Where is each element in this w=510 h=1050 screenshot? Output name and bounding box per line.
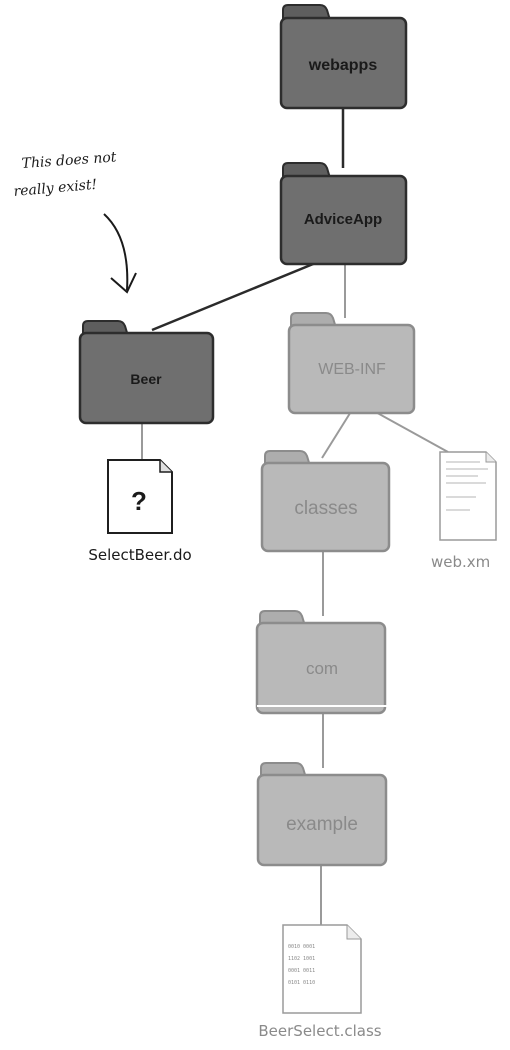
- folder-label: classes: [294, 498, 357, 519]
- arrow-icon: [103, 213, 129, 291]
- file-beerselect[interactable]: 0010 0001 1102 1001 0001 0011 0101 0110 …: [258, 924, 382, 1040]
- file-caption: web.xm: [431, 553, 490, 571]
- binary-line: 1102 1001: [288, 956, 315, 962]
- folder-classes[interactable]: classes: [260, 450, 391, 553]
- folder-icon: [282, 162, 332, 179]
- folder-body: [279, 174, 408, 266]
- binary-line: 0101 0110: [288, 980, 315, 986]
- folder-body: [260, 461, 391, 553]
- folder-webapps[interactable]: webapps: [279, 4, 408, 110]
- annotation-note: This does not really exist!: [13, 149, 137, 294]
- folder-body: [287, 323, 416, 415]
- folder-body: [256, 773, 388, 867]
- folder-label: AdviceApp: [304, 211, 382, 228]
- folder-body: [279, 16, 408, 110]
- file-corner-fold: [159, 460, 172, 473]
- file-webxml[interactable]: web.xm: [431, 451, 497, 571]
- folder-label: example: [286, 814, 358, 835]
- folder-webinf[interactable]: WEB-INF: [287, 312, 416, 415]
- question-mark-icon: ?: [131, 486, 147, 516]
- folder-label: webapps: [308, 57, 378, 74]
- tree-connectors: [141, 108, 449, 928]
- arrowhead-icon: [110, 272, 137, 294]
- connector-webinf-webxml: [371, 409, 449, 453]
- folder-beer[interactable]: Beer: [78, 320, 215, 425]
- connector-webinf-classes: [321, 409, 353, 459]
- binary-line: 0001 0011: [288, 968, 315, 974]
- file-icon: [439, 451, 497, 541]
- file-icon: [107, 459, 173, 534]
- file-corner-fold: [346, 925, 361, 940]
- folder-adviceapp[interactable]: AdviceApp: [279, 162, 408, 266]
- file-corner-fold: [485, 452, 496, 463]
- folder-example[interactable]: example: [256, 762, 388, 867]
- file-caption: SelectBeer.do: [88, 546, 191, 564]
- folder-label: Beer: [130, 371, 162, 387]
- connector-adviceapp-beer: [151, 260, 319, 332]
- binary-line: 0010 0001: [288, 944, 315, 950]
- folder-body: [255, 621, 387, 715]
- folder-body: [78, 331, 215, 425]
- file-selectbeer[interactable]: ? SelectBeer.do: [88, 459, 192, 564]
- file-icon: [282, 924, 362, 1014]
- file-content-lines: [446, 461, 488, 511]
- annotation-line: This does not: [21, 149, 117, 172]
- annotation-line: really exist!: [13, 177, 98, 200]
- folder-icon: [282, 4, 332, 21]
- file-caption: BeerSelect.class: [258, 1022, 381, 1040]
- folder-label: WEB-INF: [318, 361, 386, 378]
- folder-label: com: [306, 659, 338, 678]
- folder-com[interactable]: com: [255, 610, 387, 715]
